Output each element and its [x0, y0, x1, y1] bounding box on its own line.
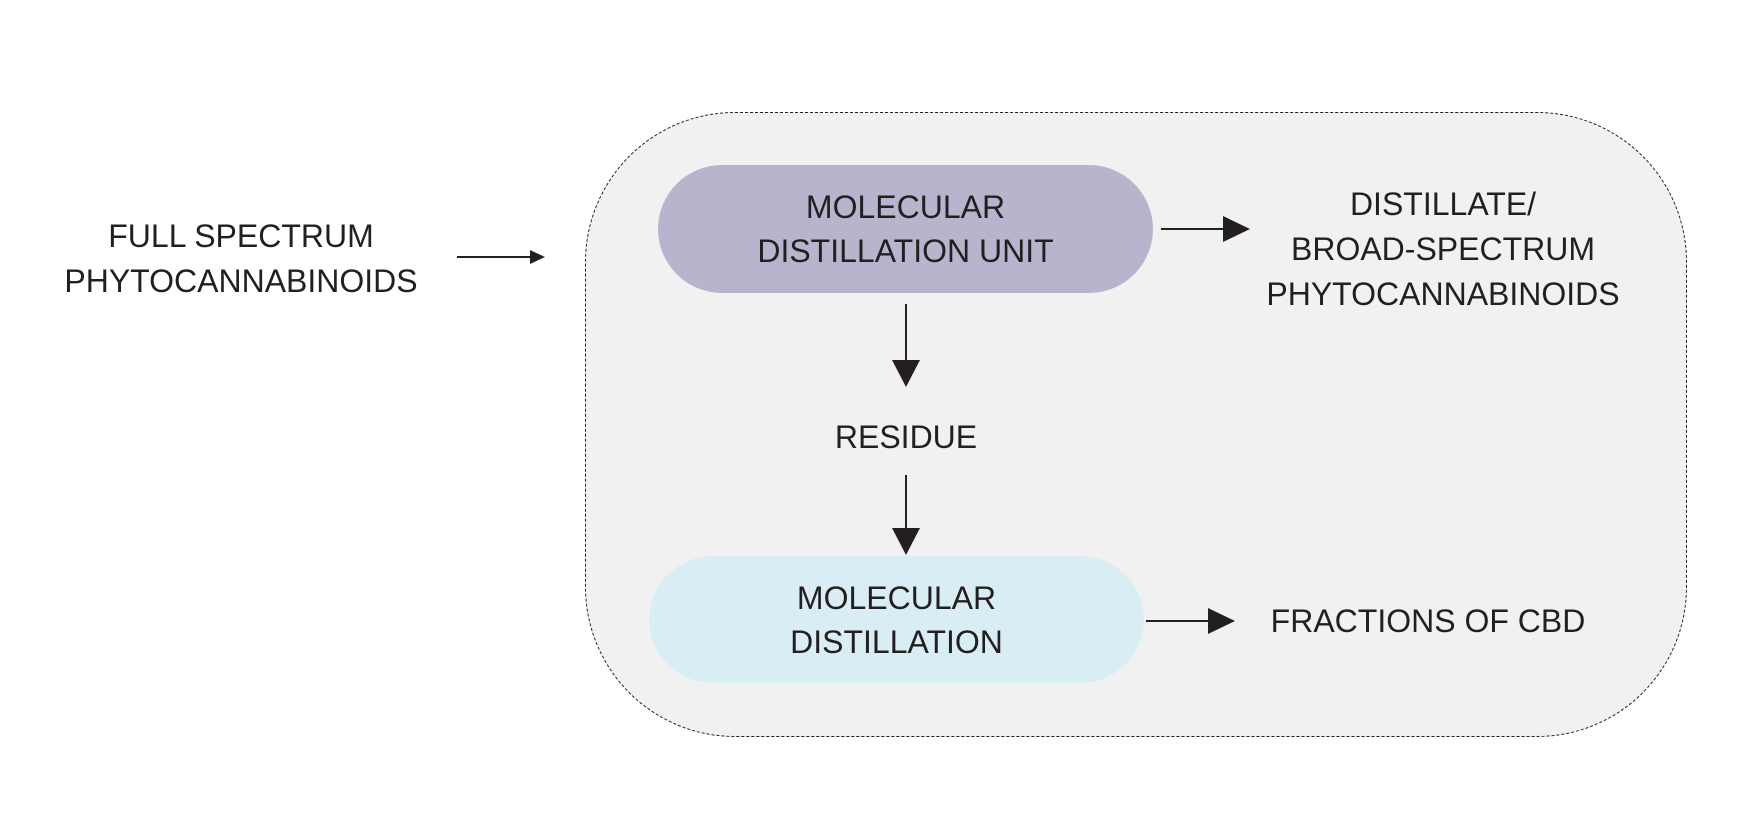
unit-secondary-line-2: DISTILLATION [790, 623, 1003, 660]
unit-primary-line-1: MOLECULAR [805, 189, 1006, 225]
input-label-line-1: FULL SPECTRUM [108, 218, 374, 254]
distillate-line-2: BROAD-SPECTRUM [1290, 231, 1595, 267]
input-full-spectrum-label: FULL SPECTRUM PHYTOCANNABINOIDS [64, 214, 417, 304]
distillate-line-3: PHYTOCANNABINOIDS [1266, 276, 1620, 312]
arrow-unit-to-distillate [1161, 216, 1250, 242]
distillate-output-label: DISTILLATE/ BROAD-SPECTRUM PHYTOCANNABIN… [1266, 182, 1619, 317]
fractions-output-label: FRACTIONS OF CBD [1271, 599, 1586, 644]
fractions-text: FRACTIONS OF CBD [1270, 603, 1586, 639]
arrow-input-to-group [457, 250, 545, 264]
input-label-line-2: PHYTOCANNABINOIDS [64, 263, 418, 299]
molecular-distillation-unit-node: MOLECULAR DISTILLATION UNIT [658, 165, 1153, 293]
residue-label: RESIDUE [835, 415, 977, 460]
distillate-line-1: DISTILLATE/ [1349, 186, 1537, 222]
unit-secondary-line-1: MOLECULAR [796, 579, 997, 616]
arrow-residue-to-distillation [892, 475, 920, 555]
arrow-unit-to-residue [892, 304, 920, 387]
unit-primary-line-2: DISTILLATION UNIT [757, 233, 1054, 269]
molecular-distillation-node: MOLECULAR DISTILLATION [649, 556, 1144, 683]
arrow-distillation-to-fractions [1146, 608, 1235, 634]
residue-text: RESIDUE [834, 419, 978, 455]
